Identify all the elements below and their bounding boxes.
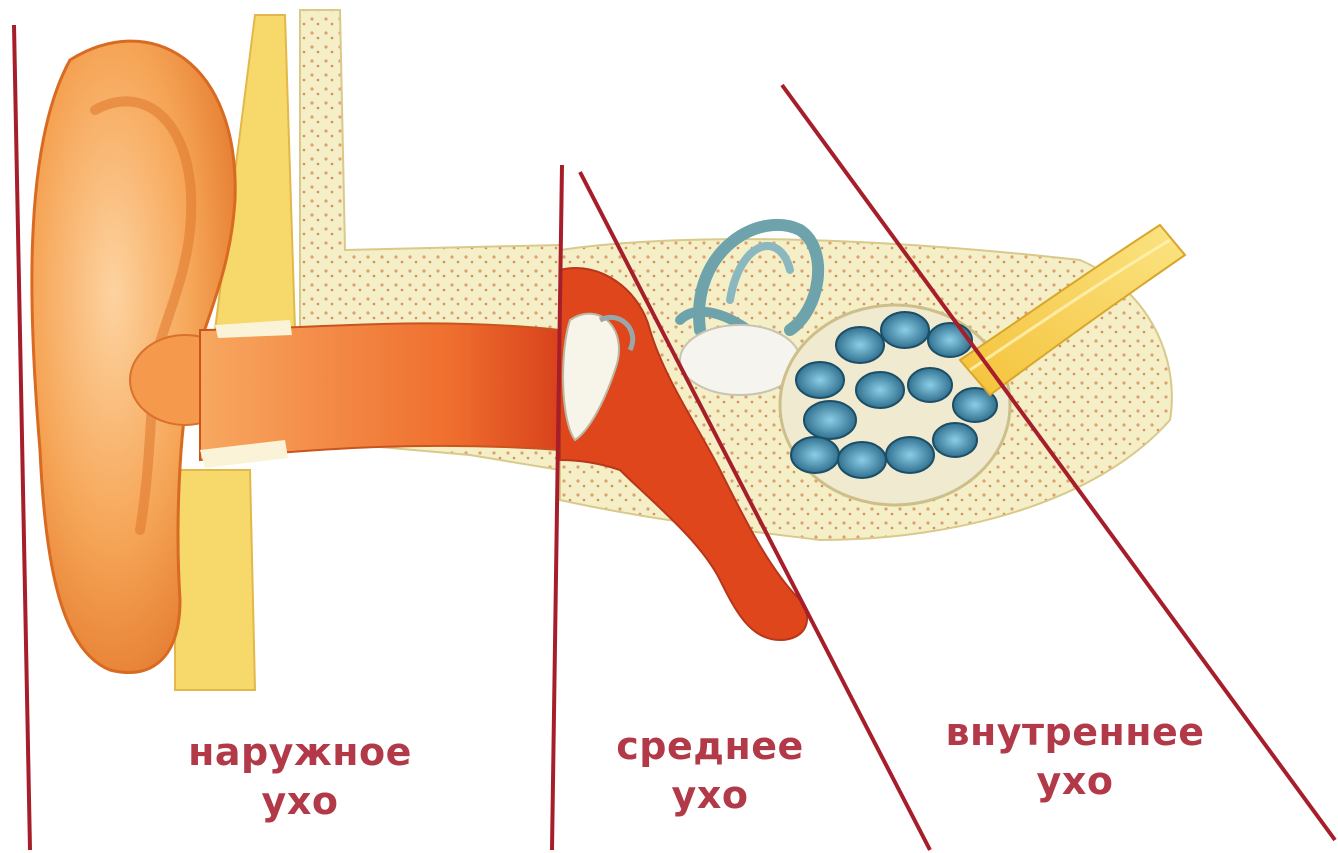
middle-ear-label: среднее ухо (600, 722, 820, 821)
ear-canal (200, 320, 560, 468)
outer-ear-label-line2: ухо (170, 777, 430, 826)
inner-ear-label-line1: внутреннее (930, 708, 1220, 757)
middle-ear-label-line2: ухо (600, 771, 820, 820)
outer-ear-label-line1: наружное (170, 728, 430, 777)
middle-ear-label-line1: среднее (600, 722, 820, 771)
cochlea (780, 305, 1010, 505)
divider-line-left (14, 25, 30, 850)
outer-ear-label: наружное ухо (170, 728, 430, 827)
inner-ear-label-line2: ухо (930, 757, 1220, 806)
inner-ear-label: внутреннее ухо (930, 708, 1220, 807)
